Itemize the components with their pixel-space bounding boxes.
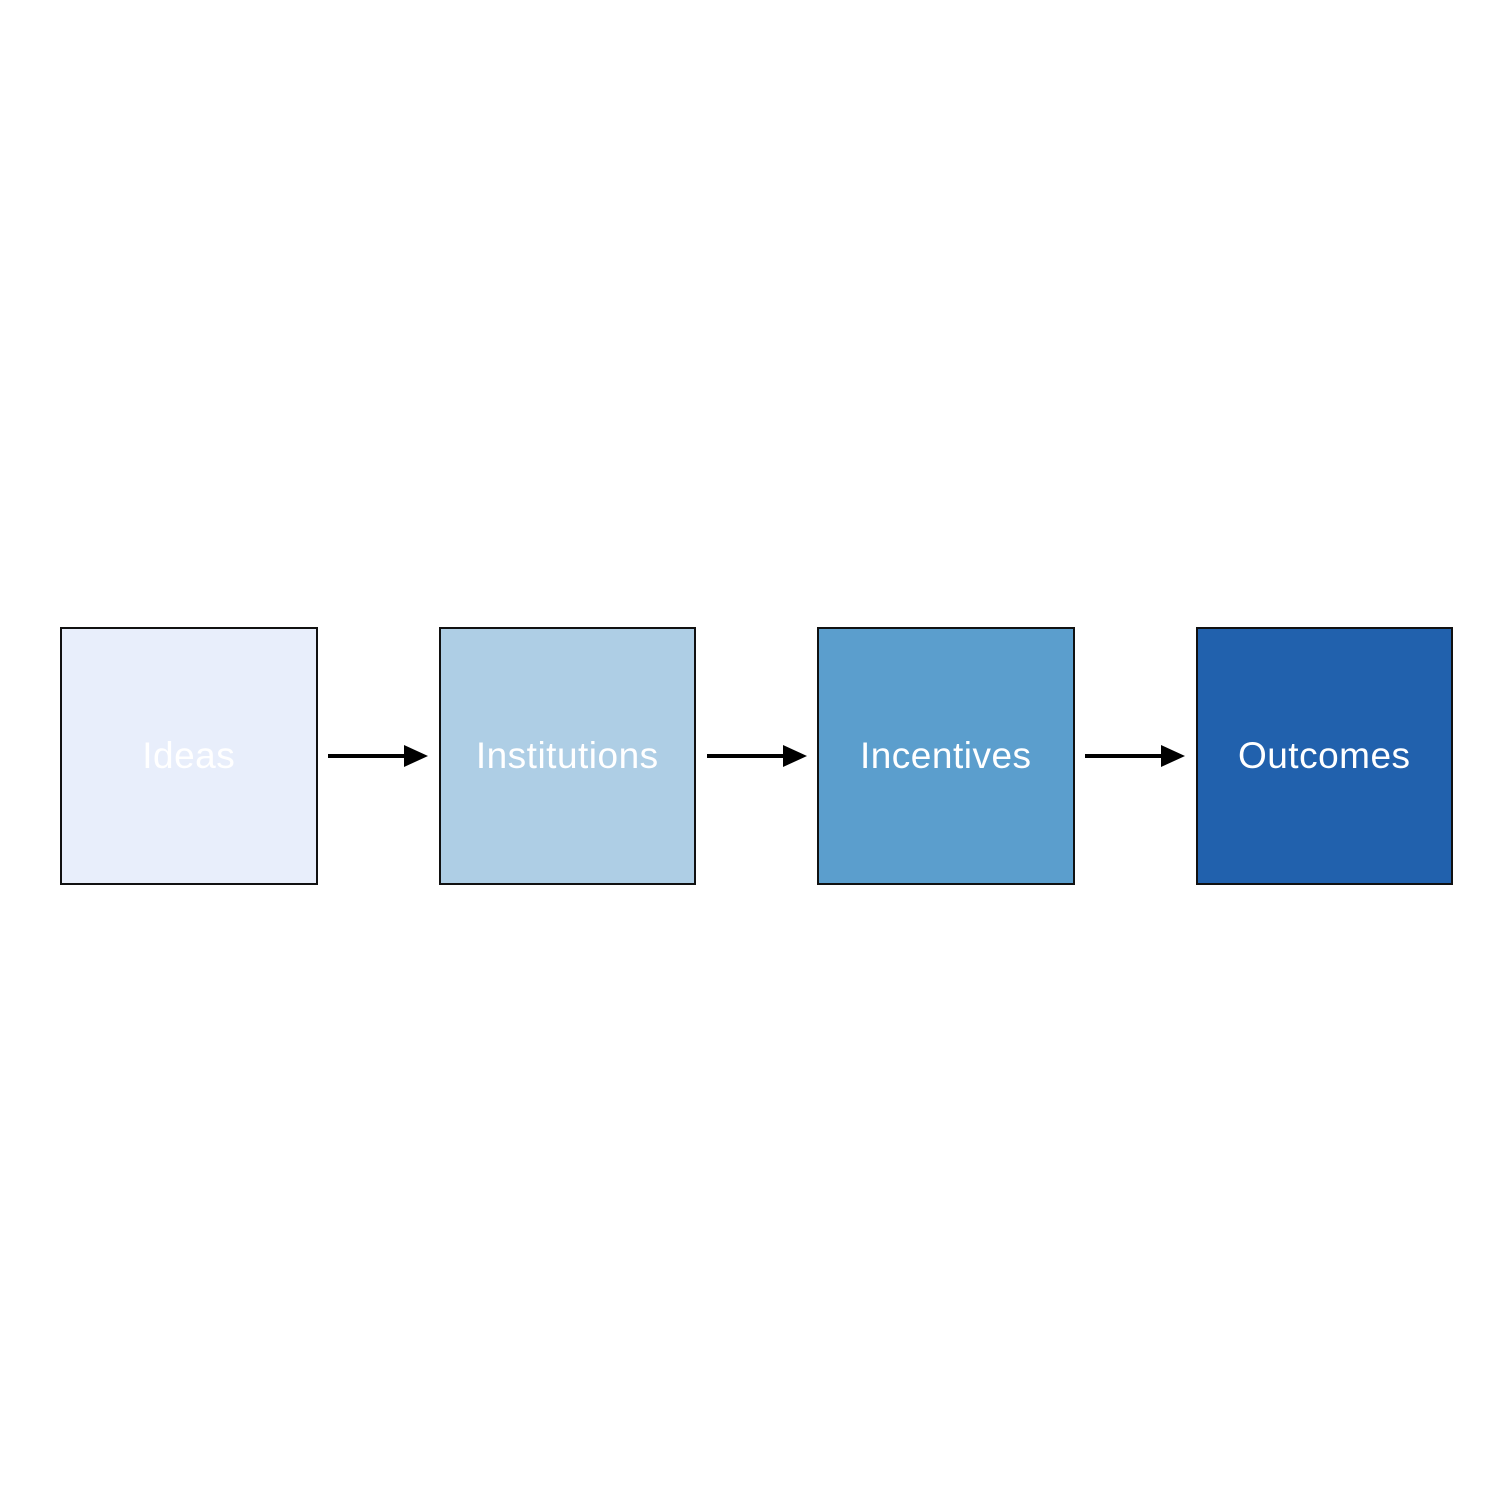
right-arrow-icon bbox=[1085, 745, 1185, 767]
flow-arrow-3 bbox=[1075, 627, 1196, 885]
flow-arrow-1 bbox=[318, 627, 439, 885]
node-ideas: Ideas bbox=[60, 627, 318, 885]
node-institutions: Institutions bbox=[438, 627, 696, 885]
node-incentives: Incentives bbox=[817, 627, 1075, 885]
flow-arrow-2 bbox=[696, 627, 817, 885]
flow-diagram: Ideas Institutions Incentives Outcomes bbox=[60, 627, 1453, 885]
right-arrow-icon bbox=[328, 745, 428, 767]
right-arrow-icon bbox=[706, 745, 807, 767]
node-outcomes: Outcomes bbox=[1195, 627, 1453, 885]
